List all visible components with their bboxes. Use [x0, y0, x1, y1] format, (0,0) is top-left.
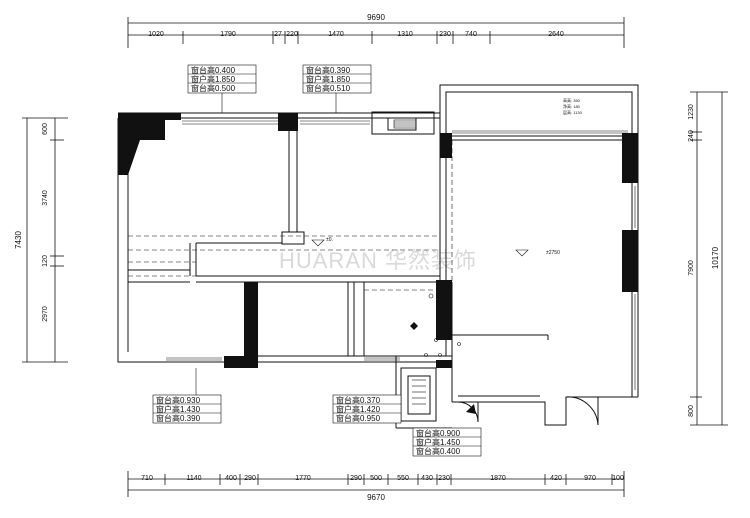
dim-label: 500: [370, 475, 382, 482]
balcony-note: 高高: 350 净高: 180 层高: 1130: [563, 97, 583, 115]
dim-label: 550: [397, 475, 409, 482]
window-tag-line: 窗台高0.930: [156, 395, 201, 405]
dim-label: 290: [350, 475, 362, 482]
window-tag-line: 窗户高1.450: [416, 437, 461, 447]
dim-label: 230: [439, 31, 451, 38]
dim-label: 400: [225, 475, 237, 482]
top-total-dim: 9690: [367, 13, 385, 22]
window-tags: 窗台高0.400 窗户高1.850 窗台高0.500 窗台高0.390 窗户高1…: [156, 65, 461, 456]
dim-label: 1770: [295, 475, 311, 482]
dim-label: 430: [421, 475, 433, 482]
fixture-marks: [410, 322, 476, 414]
balcony-note-line: 高高: 350: [563, 97, 581, 103]
bottom-dimension-labels: 710 1140 400 290 1770 290 500 550 430 23…: [141, 475, 624, 502]
right-total-dim: 10170: [711, 246, 720, 269]
living-level-mark: ±2750: [546, 250, 560, 256]
window-tag-line: 窗台高0.400: [191, 65, 236, 75]
dim-label: 7900: [688, 260, 695, 276]
dim-label: 27: [274, 31, 282, 38]
wall-columns: [118, 113, 638, 368]
watermark: HUARAN 华然装饰: [279, 248, 477, 273]
dim-label: 100: [612, 475, 624, 482]
balcony-note-line: 净高: 180: [563, 103, 581, 109]
window-tag-line: 窗户高1.430: [156, 404, 201, 414]
dim-label: 290: [244, 475, 256, 482]
beam-lines: [128, 140, 453, 360]
left-dimension-labels: 7430 600 3740 120 2970: [14, 123, 49, 322]
dim-label: 1470: [328, 31, 344, 38]
window-tag-line: 窗户高1.850: [191, 74, 236, 84]
window-tag-line: 窗台高0.400: [416, 446, 461, 456]
center-level-mark: ±0.: [326, 237, 333, 243]
window-tag-line: 窗台高0.390: [306, 65, 351, 75]
fixtures: [311, 119, 529, 405]
window-tag-line: 窗台高0.900: [416, 428, 461, 438]
bottom-total-dim: 9670: [367, 493, 385, 502]
dim-label: 1230: [688, 104, 695, 120]
dim-label: 1790: [220, 31, 236, 38]
dim-label: 1310: [397, 31, 413, 38]
dim-label: 230: [438, 475, 450, 482]
dim-label: 800: [688, 405, 695, 417]
dim-label: 420: [550, 475, 562, 482]
dim-label: 1870: [490, 475, 506, 482]
window-tag-line: 窗台高0.950: [336, 413, 381, 423]
dim-label: 2970: [42, 306, 49, 322]
dim-label: 1140: [186, 475, 201, 482]
window-tag-line: 窗台高0.390: [156, 413, 201, 423]
window-tag-frames: [152, 64, 482, 457]
walls: [117, 84, 639, 429]
window-tag-line: 窗台高0.510: [306, 83, 351, 93]
balcony-note-line: 层高: 1130: [563, 109, 583, 115]
dim-label: 970: [584, 475, 596, 482]
dim-label: 710: [141, 475, 153, 482]
dim-label: 600: [42, 123, 49, 135]
left-total-dim: 7430: [14, 231, 23, 249]
dim-label: 240: [688, 130, 695, 142]
windows: [166, 120, 636, 390]
window-tag-line: 窗台高0.370: [336, 395, 381, 405]
right-dimension-labels: 1230 240 7900 800 10170: [688, 104, 720, 417]
dim-label: 220: [286, 31, 298, 38]
window-tag-line: 窗户高1.420: [336, 404, 381, 414]
dim-label: 2640: [548, 31, 564, 38]
top-dimension-labels: 9690 1020 1790 27 220 1470 1310 230 740 …: [148, 13, 564, 38]
window-tag-line: 窗台高0.500: [191, 83, 236, 93]
dim-label: 3740: [42, 190, 49, 206]
window-tag-line: 窗户高1.850: [306, 74, 351, 84]
dim-label: 1020: [148, 31, 164, 38]
dim-label: 120: [42, 255, 49, 267]
dimension-lines: [22, 17, 728, 497]
dim-label: 740: [465, 31, 477, 38]
